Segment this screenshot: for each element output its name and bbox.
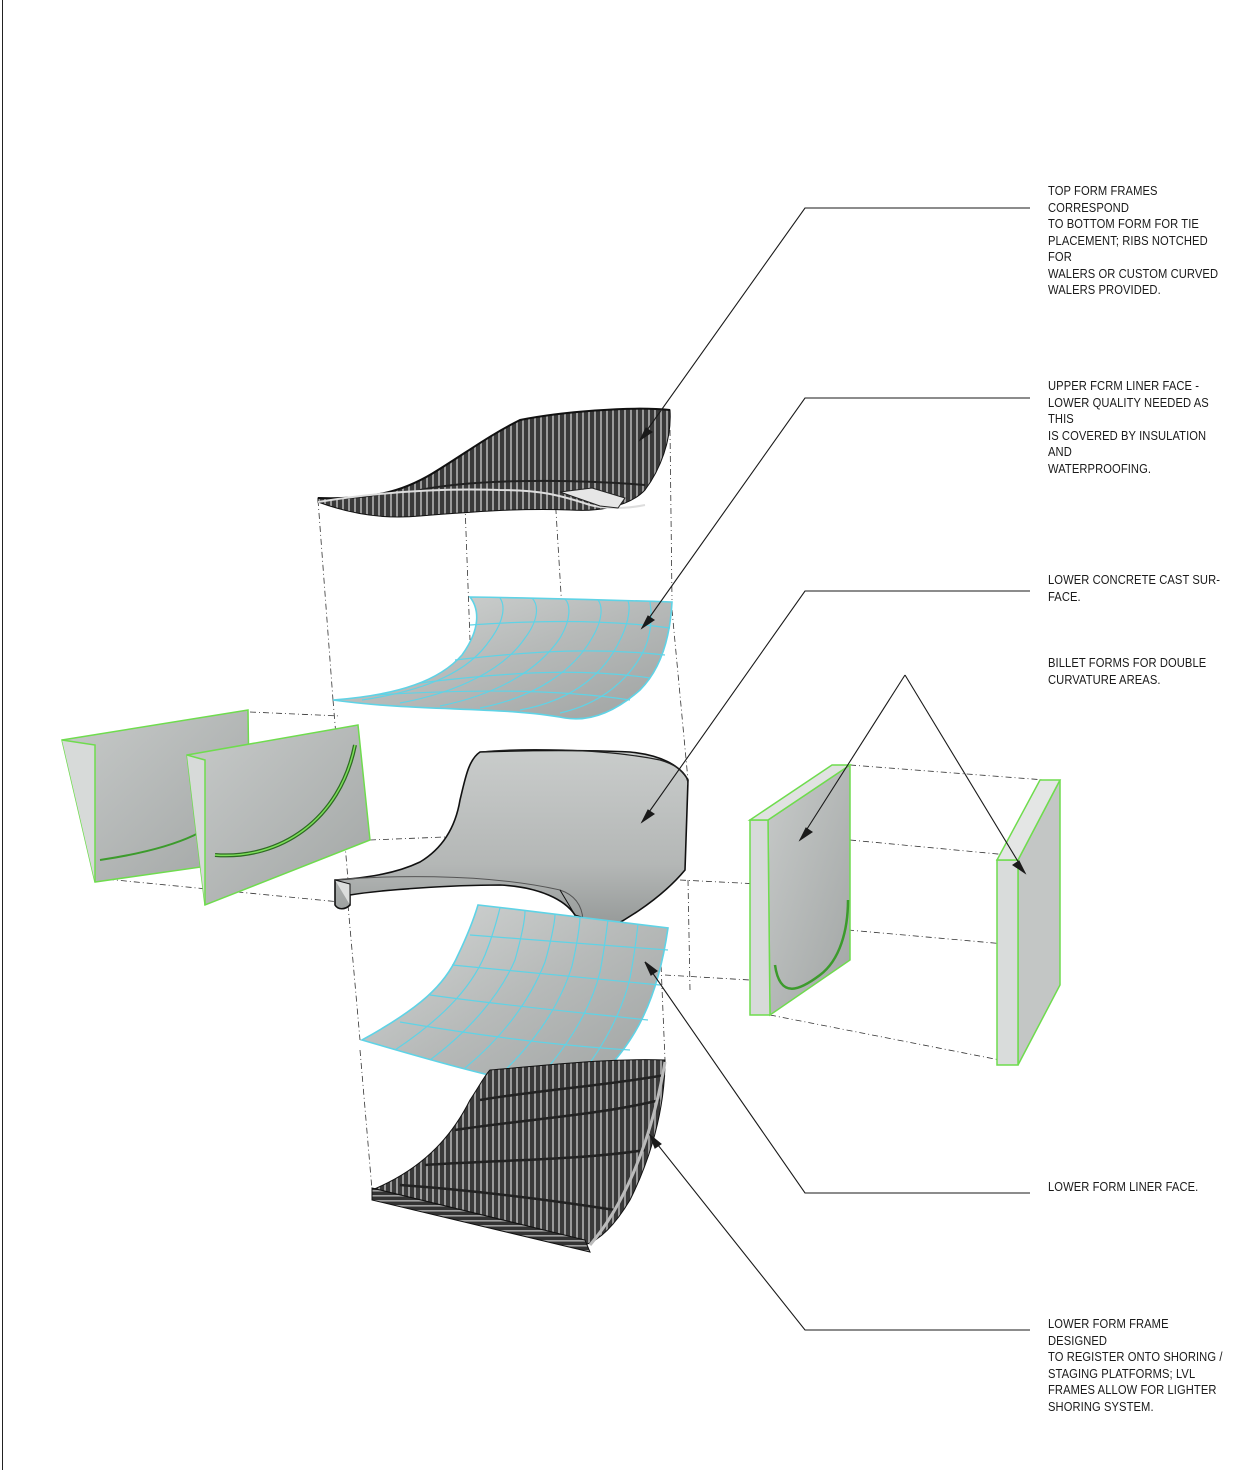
- page-border-line: [2, 0, 3, 1470]
- left-billet-forms: [61, 709, 371, 907]
- lower-concrete-cast: [334, 749, 689, 941]
- annotation-lower-form-frame: LOWER FORM FRAME DESIGNED TO REGISTER ON…: [1048, 1316, 1223, 1414]
- leader-lines: [638, 207, 1030, 1331]
- annotation-lower-concrete-cast: LOWER CONCRETE CAST SUR- FACE.: [1048, 572, 1221, 604]
- annotation-lower-form-liner: LOWER FORM LINER FACE.: [1048, 1179, 1199, 1194]
- right-billet-forms: [747, 763, 1062, 1066]
- annotation-upper-form-liner: UPPER FCRM LINER FACE - LOWER QUALITY NE…: [1048, 378, 1209, 476]
- annotation-top-form-frames: TOP FORM FRAMES CORRESPOND TO BOTTOM FOR…: [1048, 183, 1219, 297]
- lower-form-frame: [371, 1059, 667, 1253]
- annotation-billet-forms: BILLET FORMS FOR DOUBLE CURVATURE AREAS.: [1048, 655, 1207, 687]
- top-form-frame: [317, 407, 671, 518]
- upper-form-liner: [332, 596, 673, 720]
